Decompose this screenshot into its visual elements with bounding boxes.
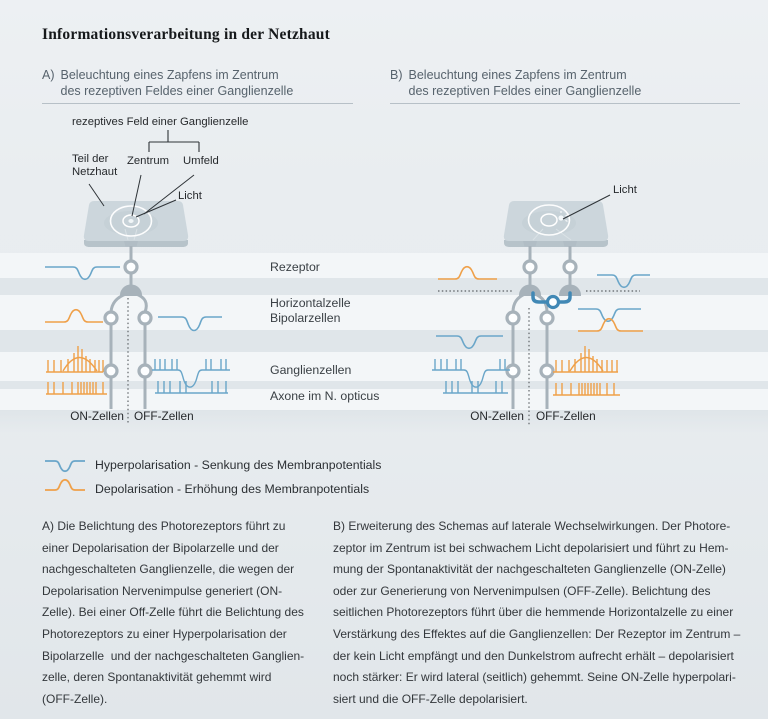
wave-bipolar-a-on-depol bbox=[45, 308, 103, 323]
receptor-chain-b bbox=[505, 246, 581, 409]
panel-b-diagram bbox=[432, 194, 650, 425]
ganglion-node-a-off bbox=[137, 363, 153, 379]
wave-bipolar-b-left-hyper bbox=[436, 335, 503, 350]
label-retina-part: Teil der Netzhaut bbox=[72, 153, 118, 178]
row-label-axone: Axone im N. opticus bbox=[270, 389, 380, 403]
center-ring-a bbox=[122, 214, 140, 228]
off-label-a: OFF-Zellen bbox=[134, 409, 194, 423]
waveforms-b bbox=[432, 265, 650, 396]
panel-b-rule bbox=[390, 103, 740, 104]
bipolar-node-b-on bbox=[505, 310, 521, 326]
waveforms-a bbox=[45, 266, 230, 395]
leader-zentrum bbox=[131, 174, 142, 217]
light-spot-b bbox=[558, 215, 564, 221]
receptor-node-b-center bbox=[522, 259, 538, 275]
row-label-ganglienzellen: Ganglienzellen bbox=[270, 363, 352, 377]
legend-hyperpolarisation-label: Hyperpolarisation - Senkung des Membranp… bbox=[95, 458, 382, 472]
horizontal-cell-node bbox=[545, 294, 561, 310]
label-licht-a: Licht bbox=[178, 190, 202, 202]
leader-licht-b bbox=[562, 194, 611, 220]
off-label-b: OFF-Zellen bbox=[536, 409, 596, 423]
bipolar-node-a-off bbox=[137, 310, 153, 326]
leader-licht-a bbox=[135, 199, 177, 218]
wave-axon-a-on-spikes bbox=[46, 382, 107, 395]
label-receptive-field: rezeptives Feld einer Ganglienzelle bbox=[72, 116, 249, 128]
ganglion-node-a-on bbox=[103, 363, 119, 379]
surround-ring-b bbox=[527, 204, 571, 236]
row-label-horizontalzelle: Horizontalzelle bbox=[270, 296, 351, 310]
panel-b-header-lines: Beleuchtung eines Zapfens im Zentrum des… bbox=[408, 68, 642, 98]
wave-ganglion-b-off-spikes bbox=[553, 346, 618, 373]
row-label-rezeptor: Rezeptor bbox=[270, 260, 320, 274]
receptor-node-b-lateral bbox=[562, 259, 578, 275]
on-label-a: ON-Zellen bbox=[70, 409, 124, 423]
hyperpolarisation-wave-icon bbox=[45, 460, 85, 473]
panel-a-header-lines: Beleuchtung eines Zapfens im Zentrum des… bbox=[60, 68, 294, 98]
label-umfeld: Umfeld bbox=[183, 155, 219, 167]
caption-b: B) Erweiterung des Schemas auf laterale … bbox=[333, 519, 741, 706]
label-licht-b: Licht bbox=[613, 184, 637, 196]
row-label-bipolarzellen: Bipolarzellen bbox=[270, 311, 341, 325]
receptor-node-a bbox=[123, 259, 139, 275]
panel-b-header: B) Beleuchtung eines Zapfens im Zentrum … bbox=[390, 67, 641, 99]
wave-ganglion-b-on-spikes bbox=[432, 359, 510, 388]
bracket-receptive-field bbox=[148, 130, 200, 152]
on-label-b: ON-Zellen bbox=[470, 409, 524, 423]
leader-umfeld bbox=[143, 174, 195, 215]
wave-ganglion-a-on-spikes bbox=[46, 346, 104, 373]
panel-a-rule bbox=[42, 103, 353, 104]
center-ring-b bbox=[540, 213, 558, 227]
leader-retina-part bbox=[88, 183, 105, 207]
annotation-lines-a bbox=[88, 130, 200, 218]
wave-receptor-b-center-depol bbox=[438, 265, 497, 280]
bipolar-node-a-on bbox=[103, 310, 119, 326]
retina-plate-a bbox=[83, 201, 189, 247]
figure-title: Informationsverarbeitung in der Netzhaut bbox=[42, 26, 330, 43]
legend-icons bbox=[45, 460, 85, 491]
wave-axon-b-off-spikes bbox=[553, 383, 620, 396]
bipolar-node-b-off bbox=[539, 310, 555, 326]
light-spot-a bbox=[128, 219, 134, 223]
wave-receptor-a-hyper bbox=[45, 266, 120, 281]
surround-ring-a bbox=[109, 205, 153, 237]
ganglion-node-b-on bbox=[505, 363, 521, 379]
wave-bipolar-a-off-hyper bbox=[158, 316, 222, 332]
ganglion-node-b-off bbox=[539, 363, 555, 379]
panel-a-prefix: A) bbox=[42, 68, 55, 82]
panel-b-prefix: B) bbox=[390, 68, 403, 82]
wave-receptor-b-lateral-hyper bbox=[597, 274, 650, 289]
retina-plate-b bbox=[503, 201, 609, 247]
caption-a: A) Die Belichtung des Photorezeptors füh… bbox=[42, 519, 305, 706]
label-zentrum: Zentrum bbox=[127, 155, 170, 167]
legend-depolarisation-label: Depolarisation - Erhöhung des Membranpot… bbox=[95, 482, 370, 496]
panel-a-header: A) Beleuchtung eines Zapfens im Zentrum … bbox=[42, 67, 293, 99]
depolarisation-wave-icon bbox=[45, 478, 85, 491]
